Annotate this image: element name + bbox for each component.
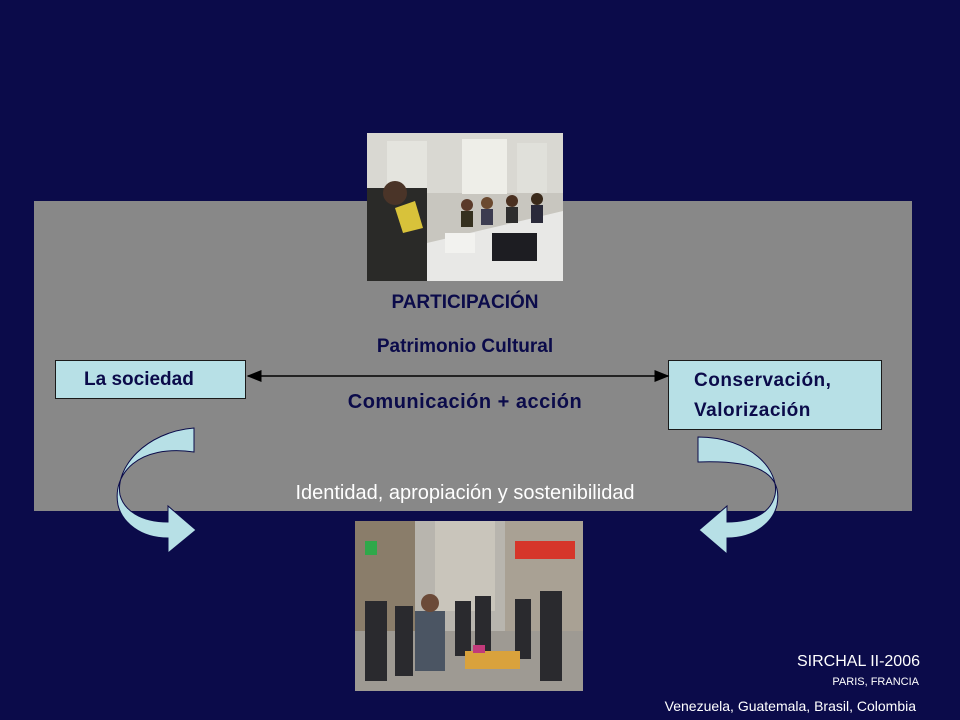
footer-location: PARIS, FRANCIA — [832, 676, 919, 688]
bottom-label: Identidad, apropiación y sostenibilidad — [295, 482, 635, 504]
box-conservacion-line1: Conservación, — [694, 370, 832, 391]
connector-label: Comunicación + acción — [347, 391, 583, 413]
footer-title: SIRCHAL II-2006 — [796, 653, 920, 670]
footer-countries: Venezuela, Guatemala, Brasil, Colombia — [664, 698, 916, 714]
box-conservacion: Conservación, Valorización — [668, 360, 882, 430]
subheading-patrimonio: Patrimonio Cultural — [376, 336, 554, 357]
heading-participacion: PARTICIPACIÓN — [391, 292, 539, 313]
box-la-sociedad-label: La sociedad — [84, 369, 194, 390]
box-conservacion-line2: Valorización — [694, 400, 811, 421]
street-market-photo — [355, 521, 583, 691]
box-la-sociedad: La sociedad — [55, 360, 246, 399]
meeting-photo — [367, 133, 563, 281]
